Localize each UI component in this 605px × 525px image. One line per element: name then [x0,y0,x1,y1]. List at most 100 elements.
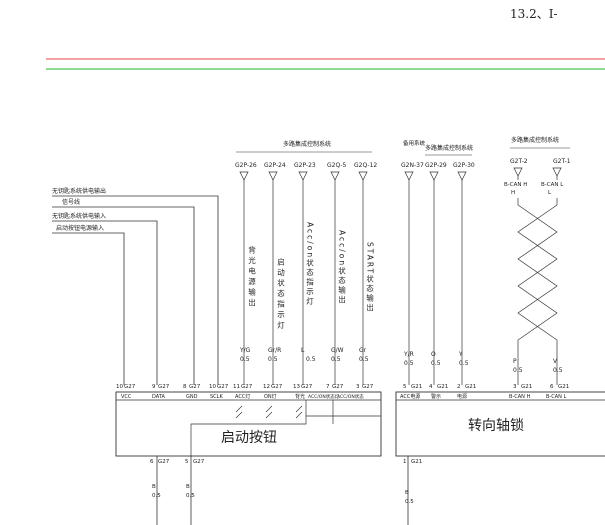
left-signal-2: 信号线 [62,198,80,206]
r-wire-color-1: Y/R [403,351,414,358]
start-button-pin-labels: VCC DATA GND SCLK ACC灯 ON灯 背光 ACC/ON状态灯 … [121,393,364,400]
r-wire-color-2: O [431,351,436,358]
wire-color-2: Gr/R [268,347,281,354]
sl-label-can-h: B-CAN H [509,394,530,400]
conn-G2Q-5: G2Q-5 [327,162,347,169]
left-bundle-title: 多路集成控制系统 [283,140,331,148]
pin-sclk-conn: G27 [217,384,229,390]
signal-backlight: 背光电源输出 [247,245,256,309]
can-h-label: B-CAN H [504,182,527,188]
pin-acc-num: 11 [233,384,240,390]
can-wire-size-1: 0.5 [513,367,523,374]
start-button-box [115,391,382,457]
left-bundle-signal-names: 背光电源输出 启动状态指示灯 Acc/on状态指示灯 Acc/on状态输出 ST… [247,218,375,338]
right-bundle-wire-labels: Y/R 0.5 O 0.5 Y 0.5 [403,351,469,367]
bottom-pin-5: 5 [185,459,189,465]
conn-G2N-37: G2N-37 [401,162,424,169]
sl-pin-5: 5 [403,384,407,390]
pin-bl-conn: G27 [301,384,313,390]
right-bundle-connectors [404,171,467,385]
can-l-sub: L [548,190,552,196]
sl-bottom-wire-size: 0.5 [405,499,414,505]
left-signal-3: 无钥匙系统供电输入 [52,212,106,220]
pin-acc-conn: G27 [241,384,253,390]
bottom-wire-color-2: B [186,484,190,490]
r-wire-size-3: 0.5 [459,360,469,367]
pin-vcc-num: 10 [116,384,123,390]
conn-G2P-26: G2P-26 [235,162,257,169]
bottom-wire-size-1: 0.5 [152,493,161,499]
conn-G2P-30: G2P-30 [453,162,475,169]
bottom-wire-color-1: B [152,484,156,490]
can-wire-labels: P 0.5 V 0.5 [513,358,563,374]
start-button-pins: 10 G27 9 G27 8 G27 10 G27 11 G27 12 G27 … [116,384,374,390]
pin-acc-on-conn: G27 [362,384,374,390]
label-sclk: SCLK [210,394,223,400]
steering-lock-box [395,391,605,457]
pin-bl-num: 13 [293,384,300,390]
steering-lock-title: 转向轴锁 [468,418,524,434]
left-signal-1: 无钥匙系统供电输出 [52,187,106,195]
can-h-sub: H [511,190,515,196]
left-bundle-wire-labels: Y/G 0.5 Gr/R 0.5 L 0.5 G/W 0.5 Gr 0.5 [239,347,369,363]
bottom-pin-6-conn: G27 [158,459,170,465]
can-l-label: B-CAN L [541,182,564,188]
pin-data-conn: G27 [158,384,170,390]
conn-G2Q-12: G2Q-12 [354,162,377,169]
sl-pin-3: 3 [513,384,517,390]
wire-color-5: Gr [359,347,367,354]
wire-size-2: 0.5 [268,356,278,363]
label-acc-on-lamp: ACC/ON状态灯 [308,393,340,400]
wire-size-4: 0.5 [331,356,341,363]
steering-lock-bottom-labels: 1 G21 B 0.5 [403,459,422,505]
signal-acc-on-output: Acc/on状态输出 [337,230,346,305]
signal-start-output: START状态输出 [365,242,374,313]
pin-vcc-conn: G27 [124,384,136,390]
sl-bottom-pin: 1 [403,459,407,465]
pin-acc-on-num: 3 [356,384,360,390]
sl-label-acc: ACC电源 [400,393,420,400]
conn-G2T-2: G2T-2 [510,158,528,165]
label-gnd: GND [186,394,198,400]
wire-color-1: Y/G [239,347,251,354]
pin-sclk-num: 10 [209,384,216,390]
can-wire-size-2: 0.5 [553,367,563,374]
wire-size-1: 0.5 [240,356,250,363]
right-bundle-title: 多路集成控制系统 [425,144,473,152]
signal-acc-on-lamp: Acc/on状态指示灯 [305,222,314,307]
sl-pin-2-conn: G21 [465,384,476,390]
sl-pin-4-conn: G21 [437,384,448,390]
label-on-lamp: ON灯 [264,393,277,400]
steering-lock-pins: 5 G21 4 G21 2 G21 3 G21 6 G21 [403,384,569,390]
pin-on-num: 12 [263,384,270,390]
can-wire-color-1: P [513,358,517,365]
sl-pin-4: 4 [429,384,433,390]
pin-on-conn: G27 [271,384,283,390]
sl-bottom-conn: G21 [411,459,422,465]
bottom-pin-5-conn: G27 [193,459,205,465]
conn-G2P-23: G2P-23 [294,162,316,169]
label-backlight: 背光 [295,393,305,400]
can-bundle-connectors [513,167,562,385]
sl-label-power: 电源 [457,393,467,400]
can-bundle-title: 多路集成控制系统 [511,136,559,144]
label-acc-on: ACC/ON状态 [337,393,364,400]
label-acc-lamp: ACC灯 [235,393,250,400]
conn-G2P-29: G2P-29 [425,162,447,169]
sl-pin-3-conn: G21 [521,384,532,390]
r-wire-color-3: Y [458,351,463,358]
sl-pin-2: 2 [457,384,461,390]
sl-label-can-l: B-CAN L [546,394,566,400]
conn-G2P-24: G2P-24 [264,162,286,169]
wire-size-3: 0.5 [306,356,316,363]
wire-color-3: L [301,347,305,354]
left-signal-4: 启动按钮电源输入 [56,224,104,232]
steering-lock-pin-labels: ACC电源 警示 电源 B-CAN H B-CAN L [400,393,566,400]
wire-size-5: 0.5 [359,356,369,363]
start-button-title: 启动按钮 [221,430,277,446]
pin-acc-on-lamp-num: 7 [326,384,330,390]
start-button-inner-lines [116,399,381,456]
wire-color-4: G/W [331,347,344,354]
pin-acc-on-lamp-conn: G27 [332,384,344,390]
